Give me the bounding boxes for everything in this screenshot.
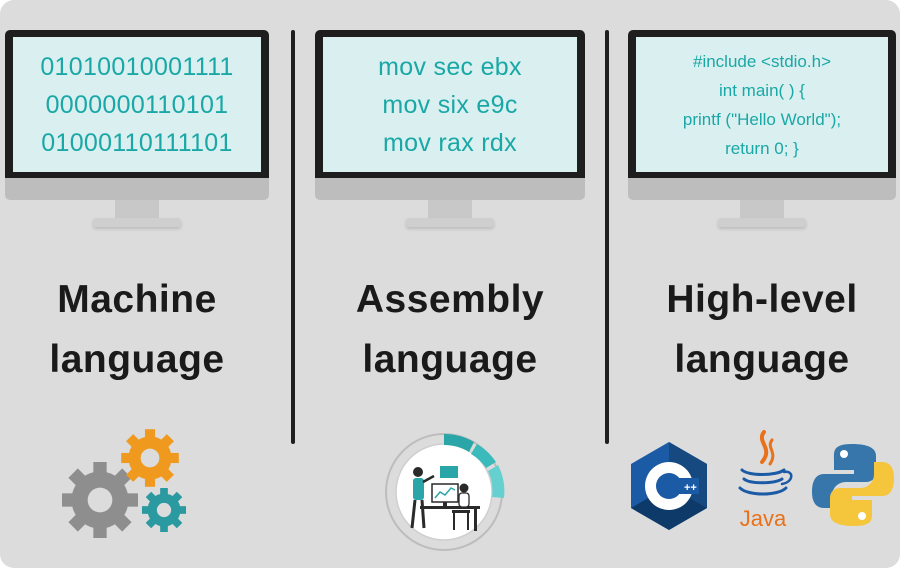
- title-high-level-language: High-level language: [628, 270, 896, 390]
- divider-left: [291, 30, 295, 444]
- monitor-neck: [115, 200, 159, 218]
- monitor-chin: [315, 178, 585, 200]
- title-machine-language: Machine language: [5, 270, 269, 390]
- code-line: mov rax rdx: [383, 128, 517, 157]
- monitor-assembly: mov sec ebx mov six e9c mov rax rdx: [315, 30, 585, 236]
- gears-icon: [58, 422, 198, 547]
- cpp-logo-plus: ++: [684, 482, 697, 494]
- monitor-base: [718, 218, 806, 227]
- code-line: 01000110111101: [41, 128, 233, 157]
- java-logo-icon: Java: [728, 426, 798, 536]
- title-line: language: [674, 338, 850, 381]
- monitor-bezel: #include <stdio.h> int main( ) { printf …: [628, 30, 896, 184]
- divider-right: [605, 30, 609, 444]
- monitor-bezel: mov sec ebx mov six e9c mov rax rdx: [315, 30, 585, 184]
- monitor-high-level: #include <stdio.h> int main( ) { printf …: [628, 30, 896, 236]
- title-line: Machine: [57, 278, 217, 321]
- monitor-machine: 01010010001111 0000000110101 01000110111…: [5, 30, 269, 236]
- code-line: printf ("Hello World");: [682, 109, 842, 129]
- java-logo-text: Java: [740, 506, 787, 531]
- monitor-screen: #include <stdio.h> int main( ) { printf …: [636, 37, 888, 172]
- monitor-neck: [740, 200, 784, 218]
- developer-at-desk-icon: [374, 418, 524, 554]
- monitor-base: [406, 218, 494, 227]
- code-line: return 0; }: [725, 138, 799, 158]
- code-line: #include <stdio.h>: [693, 51, 831, 71]
- title-assembly-language: Assembly language: [315, 270, 585, 390]
- title-line: Assembly: [355, 278, 545, 321]
- monitor-chin: [5, 178, 269, 200]
- monitor-chin: [628, 178, 896, 200]
- title-line: language: [49, 338, 225, 381]
- monitor-base: [93, 218, 181, 227]
- monitor-screen: mov sec ebx mov six e9c mov rax rdx: [323, 37, 577, 172]
- monitor-screen: 01010010001111 0000000110101 01000110111…: [13, 37, 261, 172]
- title-line: High-level: [666, 278, 858, 321]
- code-line: 01010010001111: [40, 52, 234, 81]
- monitor-neck: [428, 200, 472, 218]
- code-line: mov six e9c: [382, 90, 518, 119]
- code-line: 0000000110101: [45, 90, 229, 119]
- python-logo-icon: [810, 440, 896, 530]
- monitor-bezel: 01010010001111 0000000110101 01000110111…: [5, 30, 269, 184]
- code-line: int main( ) {: [719, 80, 805, 100]
- title-line: language: [362, 338, 538, 381]
- code-line: mov sec ebx: [378, 52, 522, 81]
- cpp-logo-icon: ++ C: [628, 440, 710, 532]
